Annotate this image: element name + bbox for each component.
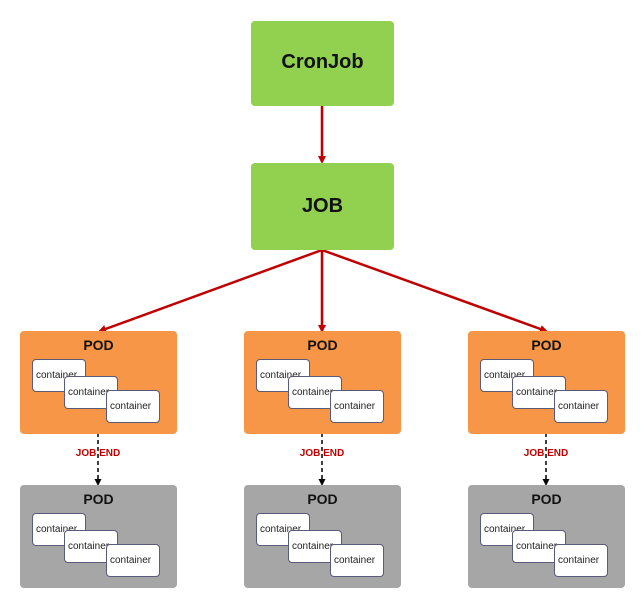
arrow-job-to-pod-1 <box>98 248 323 333</box>
job-end-label: JOB END <box>75 448 121 459</box>
container-box: container <box>330 390 384 423</box>
container-box: container <box>554 390 608 423</box>
container-box: container <box>256 513 310 546</box>
arrow-job-to-pod-3 <box>321 248 548 333</box>
pod-label: POD <box>83 337 114 353</box>
ended-pod-2: POD container container container <box>244 485 401 588</box>
pod-label: POD <box>83 491 114 507</box>
pod-label: POD <box>531 337 562 353</box>
container-box: container <box>330 544 384 577</box>
job-end-label: JOB END <box>299 448 345 459</box>
active-pod-3: POD container container container <box>468 331 625 434</box>
active-pod-1: POD container container container <box>20 331 177 434</box>
container-box: container <box>106 390 160 423</box>
active-pod-2: POD container container container <box>244 331 401 434</box>
pod-label: POD <box>307 337 338 353</box>
pod-label: POD <box>531 491 562 507</box>
ended-pod-1: POD container container container <box>20 485 177 588</box>
container-box: container <box>554 544 608 577</box>
job-label: JOB <box>301 195 344 217</box>
job-end-label: JOB END <box>523 448 569 459</box>
cronjob-node: CronJob <box>251 21 394 106</box>
container-box: container <box>106 544 160 577</box>
cronjob-label: CronJob <box>281 51 364 73</box>
pod-label: POD <box>307 491 338 507</box>
job-node: JOB <box>251 163 394 250</box>
ended-pod-3: POD container container container <box>468 485 625 588</box>
